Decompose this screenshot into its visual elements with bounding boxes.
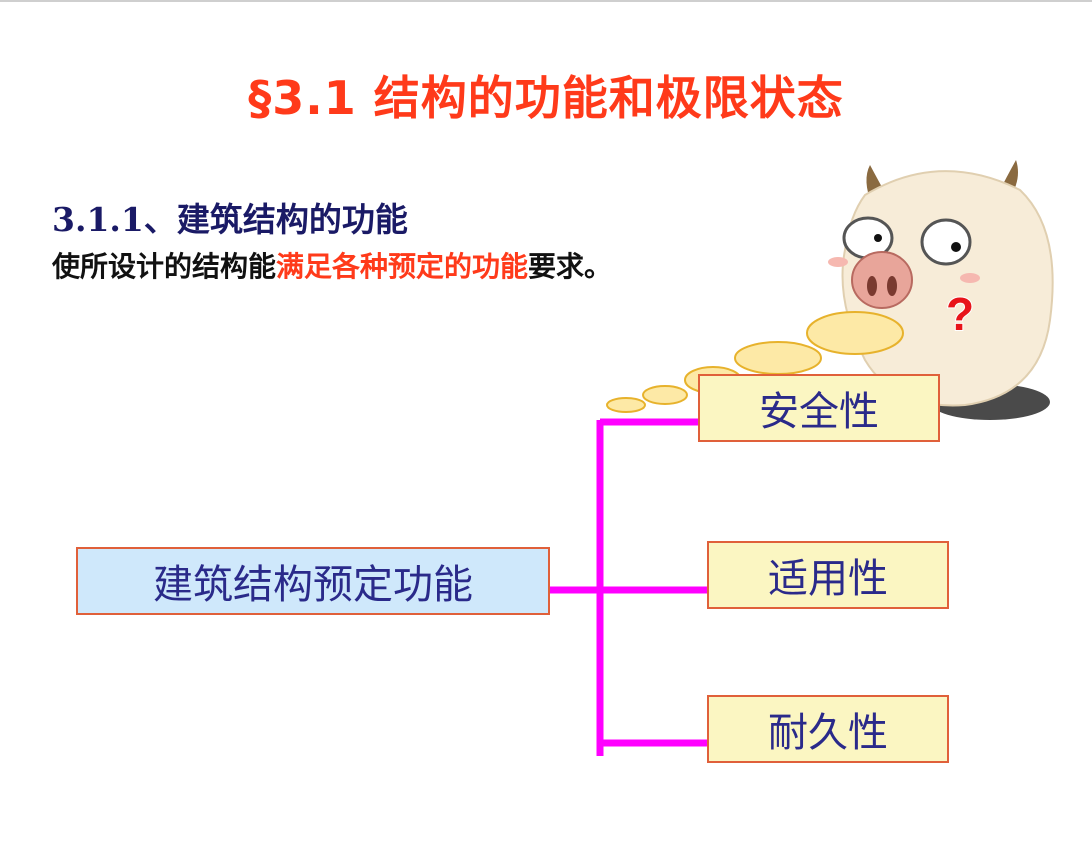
top-divider bbox=[0, 0, 1092, 2]
mascot-nostril-left bbox=[867, 276, 877, 296]
child-node-safety: 安全性 bbox=[698, 374, 940, 442]
root-node: 建筑结构预定功能 bbox=[76, 547, 550, 615]
mascot-question-mark: ? bbox=[946, 288, 974, 340]
description-lead: 使所设计的结构能 bbox=[52, 250, 277, 283]
mascot-right-eye bbox=[920, 218, 972, 266]
description-tail: 要求。 bbox=[528, 250, 613, 283]
mascot-snout bbox=[851, 251, 913, 309]
connector-lines bbox=[550, 418, 709, 756]
description-text: 使所设计的结构能满足各种预定的功能要求。 bbox=[52, 245, 612, 285]
thought-bubble-5 bbox=[806, 311, 904, 355]
thought-bubble-1 bbox=[606, 397, 646, 413]
section-heading: 3.1.1、建筑结构的功能 bbox=[52, 200, 408, 239]
mascot-right-blush bbox=[960, 273, 980, 283]
child-node-serviceability: 适用性 bbox=[707, 541, 949, 609]
mascot-head bbox=[841, 170, 1054, 407]
mascot-right-pupil bbox=[951, 242, 961, 252]
thought-bubble-2 bbox=[642, 385, 688, 405]
thought-bubble-4 bbox=[734, 341, 822, 375]
mascot-left-blush bbox=[828, 257, 848, 267]
slide-title: §3.1 结构的功能和极限状态 bbox=[248, 71, 844, 125]
mascot-left-pupil bbox=[874, 234, 882, 242]
description-highlight: 满足各种预定的功能 bbox=[276, 250, 529, 283]
child-node-durability: 耐久性 bbox=[707, 695, 949, 763]
mascot-nostril-right bbox=[887, 276, 897, 296]
